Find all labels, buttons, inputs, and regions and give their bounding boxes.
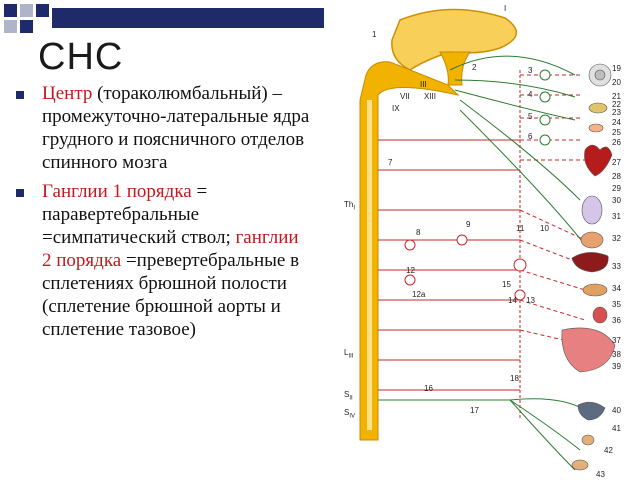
bullet-highlight: Центр <box>42 83 93 104</box>
postganglionic-fibers <box>519 74 586 346</box>
pancreas-organ <box>582 283 608 297</box>
organs <box>561 63 616 471</box>
bullet-square-icon <box>16 91 24 99</box>
brain-stem <box>439 51 471 86</box>
gland-organ <box>588 102 608 114</box>
bullet-ganglia: Ганглии 1 порядка = паравертебральные =с… <box>12 180 312 341</box>
kidney-organ <box>592 306 608 324</box>
bullet-text-2: =превертебральные в сплетениях брюшной п… <box>42 250 300 340</box>
decor-square <box>4 20 17 33</box>
genital-organ <box>571 459 589 471</box>
liver-organ <box>571 252 609 273</box>
bullet-highlight: Ганглии 1 порядка <box>42 181 192 202</box>
genital-organ <box>581 434 595 446</box>
parasympathetic-fibers <box>378 55 586 471</box>
decor-square <box>36 4 49 17</box>
spinal-canal <box>367 100 372 430</box>
decor-square <box>20 20 33 33</box>
spinal-cord <box>359 61 460 441</box>
intestine-organ <box>561 327 616 373</box>
brain-outline <box>391 8 517 71</box>
bullet-center: Центр (тораколюмбальный) – промежуточно-… <box>12 82 312 174</box>
bullet-square-icon <box>16 189 24 197</box>
bullet-highlight-2: ганглии 2 порядка <box>42 227 299 271</box>
stomach-organ <box>580 231 604 249</box>
sympathetic-system-diagram <box>359 8 616 471</box>
bullet-list: Центр (тораколюмбальный) – промежуточно-… <box>12 82 312 347</box>
heart-organ <box>584 144 613 177</box>
title-bar <box>52 8 324 28</box>
lungs-organ <box>581 195 603 225</box>
decor-square <box>20 4 33 17</box>
gland-organ <box>588 123 604 133</box>
ganglia <box>539 69 551 146</box>
bullet-text: (тораколюмбальный) – промежуточно-латера… <box>42 83 310 173</box>
preganglionic-fibers <box>378 139 520 391</box>
prevertebral-ganglia <box>404 234 527 301</box>
bullet-text: = паравертебральные =симпатический ствол… <box>42 181 236 248</box>
bladder-organ <box>577 401 606 421</box>
decor-square <box>4 4 17 17</box>
slide-title: СНС <box>38 36 124 78</box>
